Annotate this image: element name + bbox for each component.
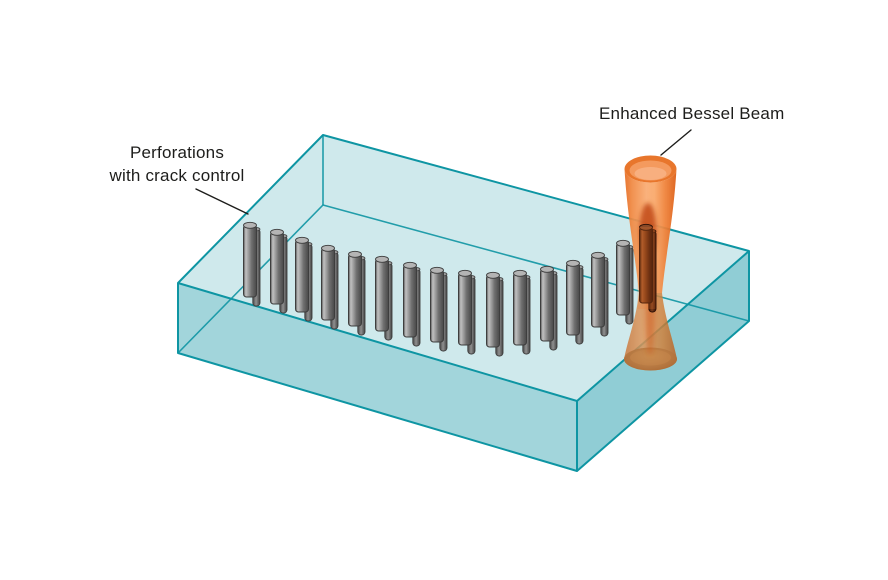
perforation-pillar [270,228,288,314]
bessel-beam [624,155,677,371]
perforation-pillar [430,266,448,352]
perforation-pillar [458,269,476,355]
beam-bottom-cap [624,347,677,371]
perforation-pillar [375,255,393,341]
beam-overlay-wash [637,227,656,309]
perforation-pillar [348,250,366,336]
laser-modified-pillar [639,223,657,313]
perforation-pillar [540,265,558,351]
perforation-pillar [566,259,584,345]
bessel-beam-label: Enhanced Bessel Beam [599,102,784,125]
perforations-label-line1: Perforations [129,143,225,162]
bessel-beam-label-text: Enhanced Bessel Beam [599,104,785,123]
perforation-pillar [321,244,339,330]
perforation-pillar [616,239,634,325]
perforation-pillar [591,251,609,337]
perforation-pillar [243,221,261,307]
perforation-pillar [403,261,421,347]
perforation-pillar [513,269,531,355]
perforation-row [243,221,634,357]
perforation-pillar [486,271,504,357]
leader-line [195,188,249,215]
leader-lines [195,129,692,215]
perforation-pillar [295,236,313,322]
leader-line [660,129,692,156]
perforations-label-line2: with crack control [109,166,245,185]
perforations-label: Perforations with crack control [57,141,297,187]
